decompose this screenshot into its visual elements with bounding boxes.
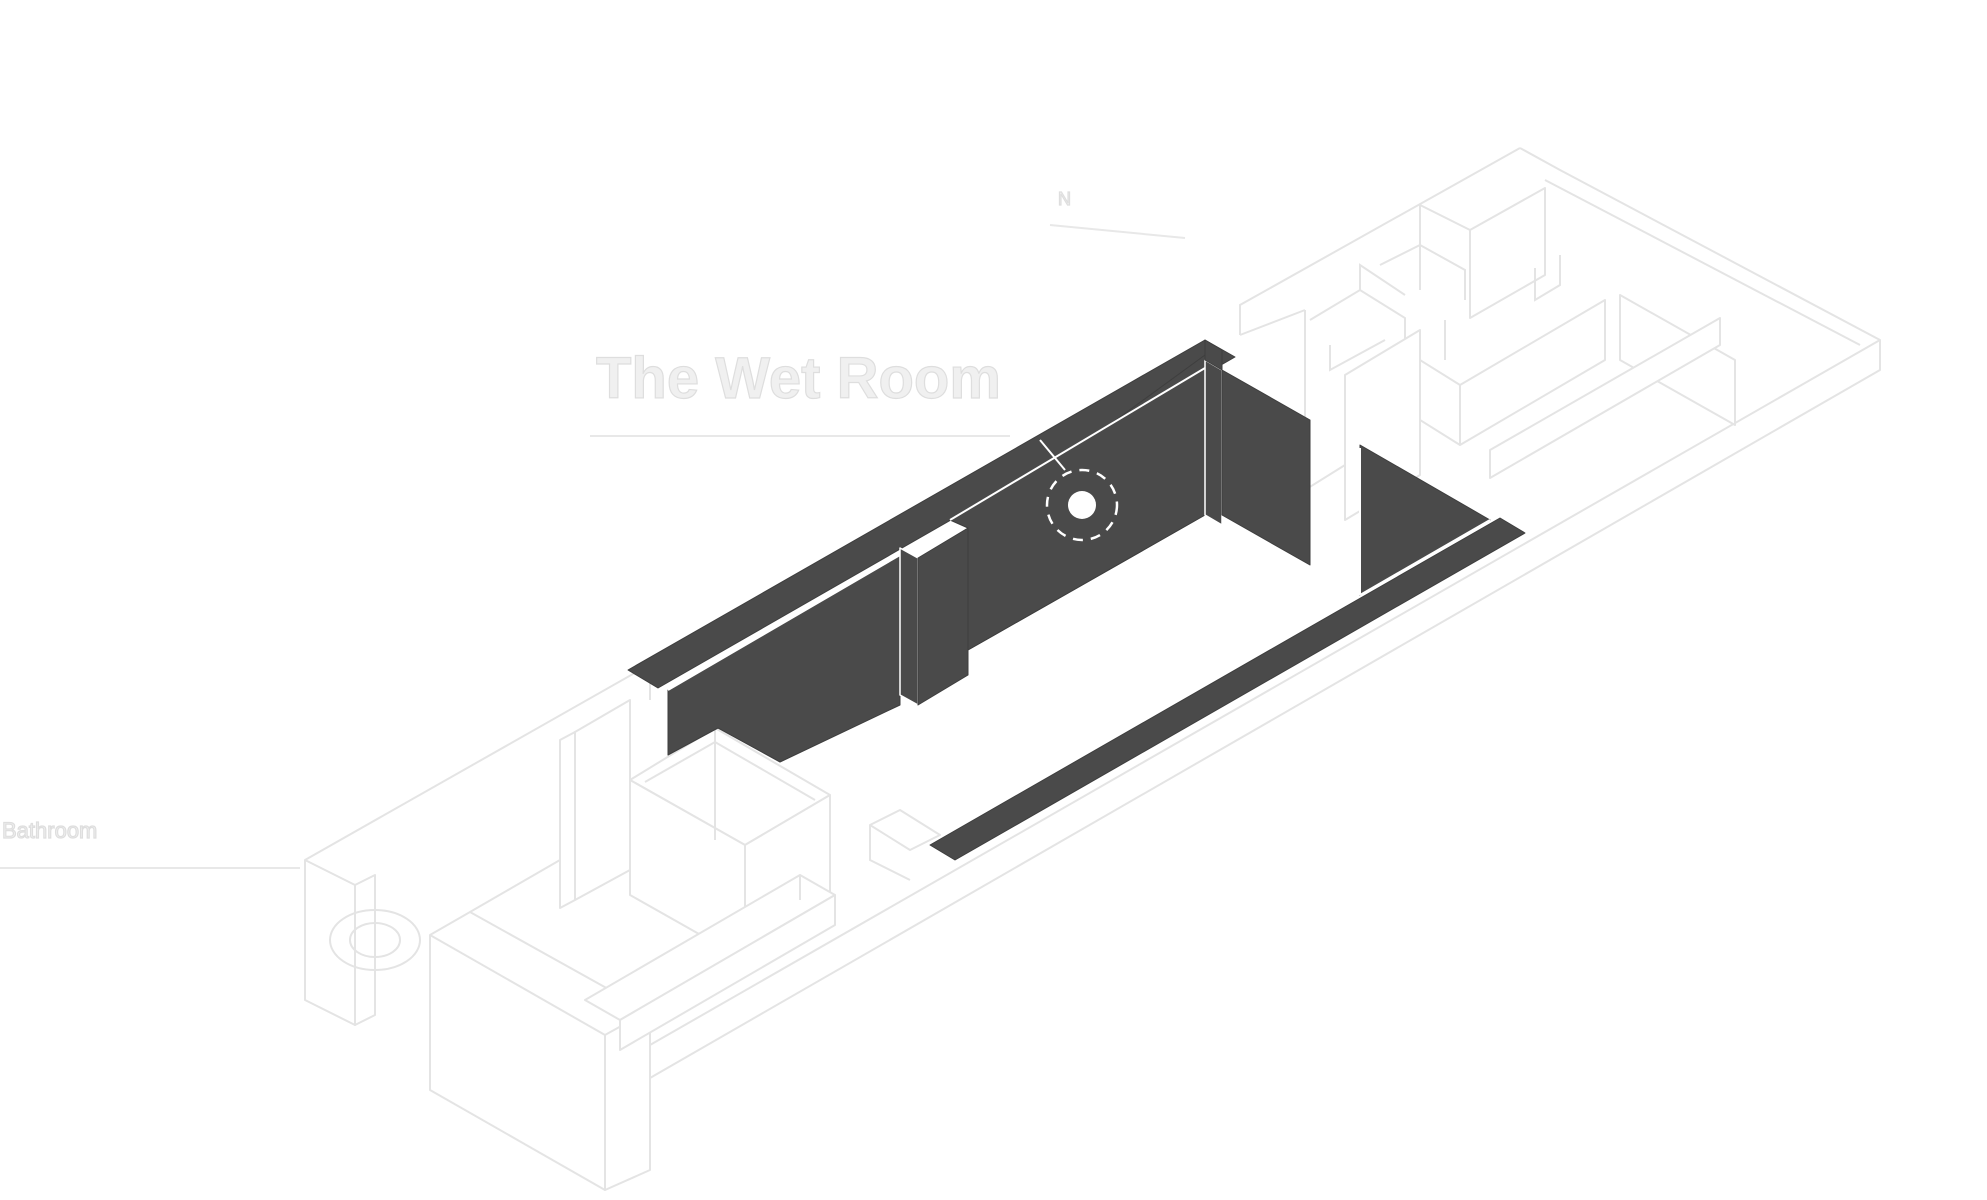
shower-drain-icon: [1045, 468, 1119, 542]
title-label: The Wet Room: [596, 346, 1001, 411]
pilaster-side: [917, 527, 969, 706]
right-return-wall: [1221, 369, 1311, 566]
left-end-rooms: [304, 668, 651, 1191]
outer-wall-back: [1519, 147, 1881, 341]
front-floor-edge: [929, 517, 1526, 861]
labels: N The Wet Room Bathroom: [0, 188, 1186, 869]
pilaster-front: [899, 547, 919, 706]
side-label: Bathroom: [2, 818, 97, 843]
compass-label: N: [1058, 189, 1071, 209]
back-wall-top: [627, 339, 1236, 689]
corner-post: [1204, 359, 1223, 526]
toilet-outline: [329, 909, 421, 971]
low-bench: [584, 809, 941, 1051]
context-building: [304, 147, 1881, 1191]
wet-room: [627, 339, 1526, 861]
